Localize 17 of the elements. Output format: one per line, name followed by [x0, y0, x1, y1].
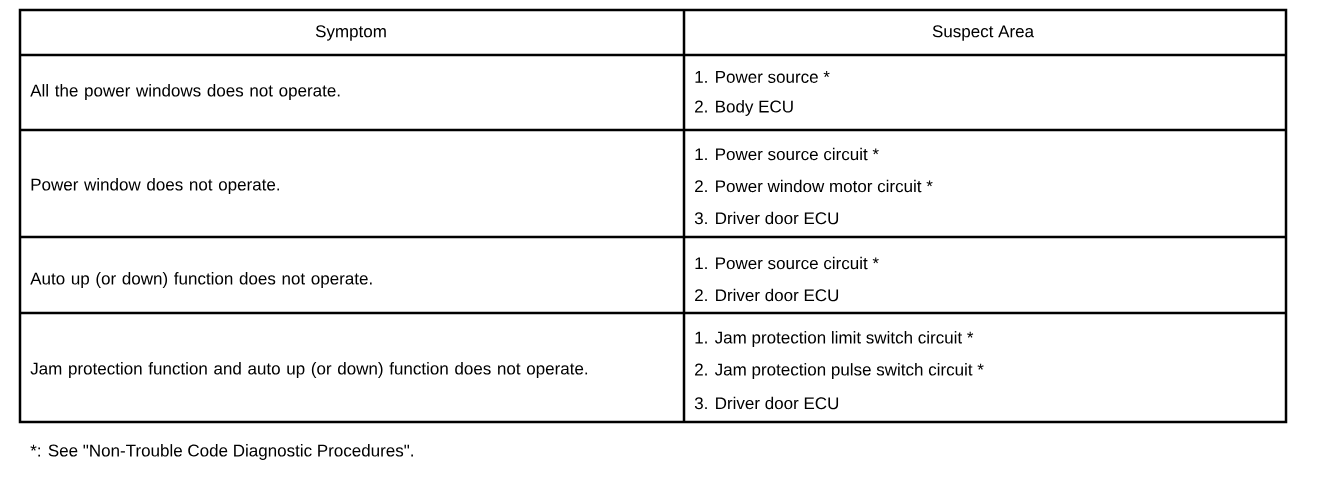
- suspect-item: 1. Jam protection limit switch circuit *: [695, 331, 974, 347]
- symptom-text: Power window does not operate.: [31, 178, 279, 194]
- suspect-item: 3. Driver door ECU: [694, 211, 839, 225]
- suspect-item: 2. Jam protection pulse switch circuit *: [695, 363, 984, 379]
- footnote: *: See "Non-Trouble Code Diagnostic Procedures".: [30, 444, 413, 460]
- suspect-item: 1. Power source circuit *: [695, 256, 879, 270]
- suspect-item: 2. Body ECU: [695, 100, 793, 116]
- column-header: Symptom: [315, 25, 386, 41]
- suspect-item: 1. Power source *: [695, 71, 830, 83]
- symptom-text: All the power windows does not operate.: [30, 84, 340, 100]
- column-header: Suspect Area: [932, 25, 1034, 41]
- suspect-item: 3. Driver door ECU: [694, 396, 839, 410]
- suspect-item: 2. Power window motor circuit *: [695, 179, 933, 193]
- suspect-item: 1. Power source circuit *: [695, 147, 879, 161]
- symptom-text: Auto up (or down) function does not operate.: [30, 272, 372, 288]
- symptom-text: Jam protection function and auto up (or down) function does not operate.: [30, 362, 588, 378]
- suspect-item: 2. Driver door ECU: [695, 288, 839, 302]
